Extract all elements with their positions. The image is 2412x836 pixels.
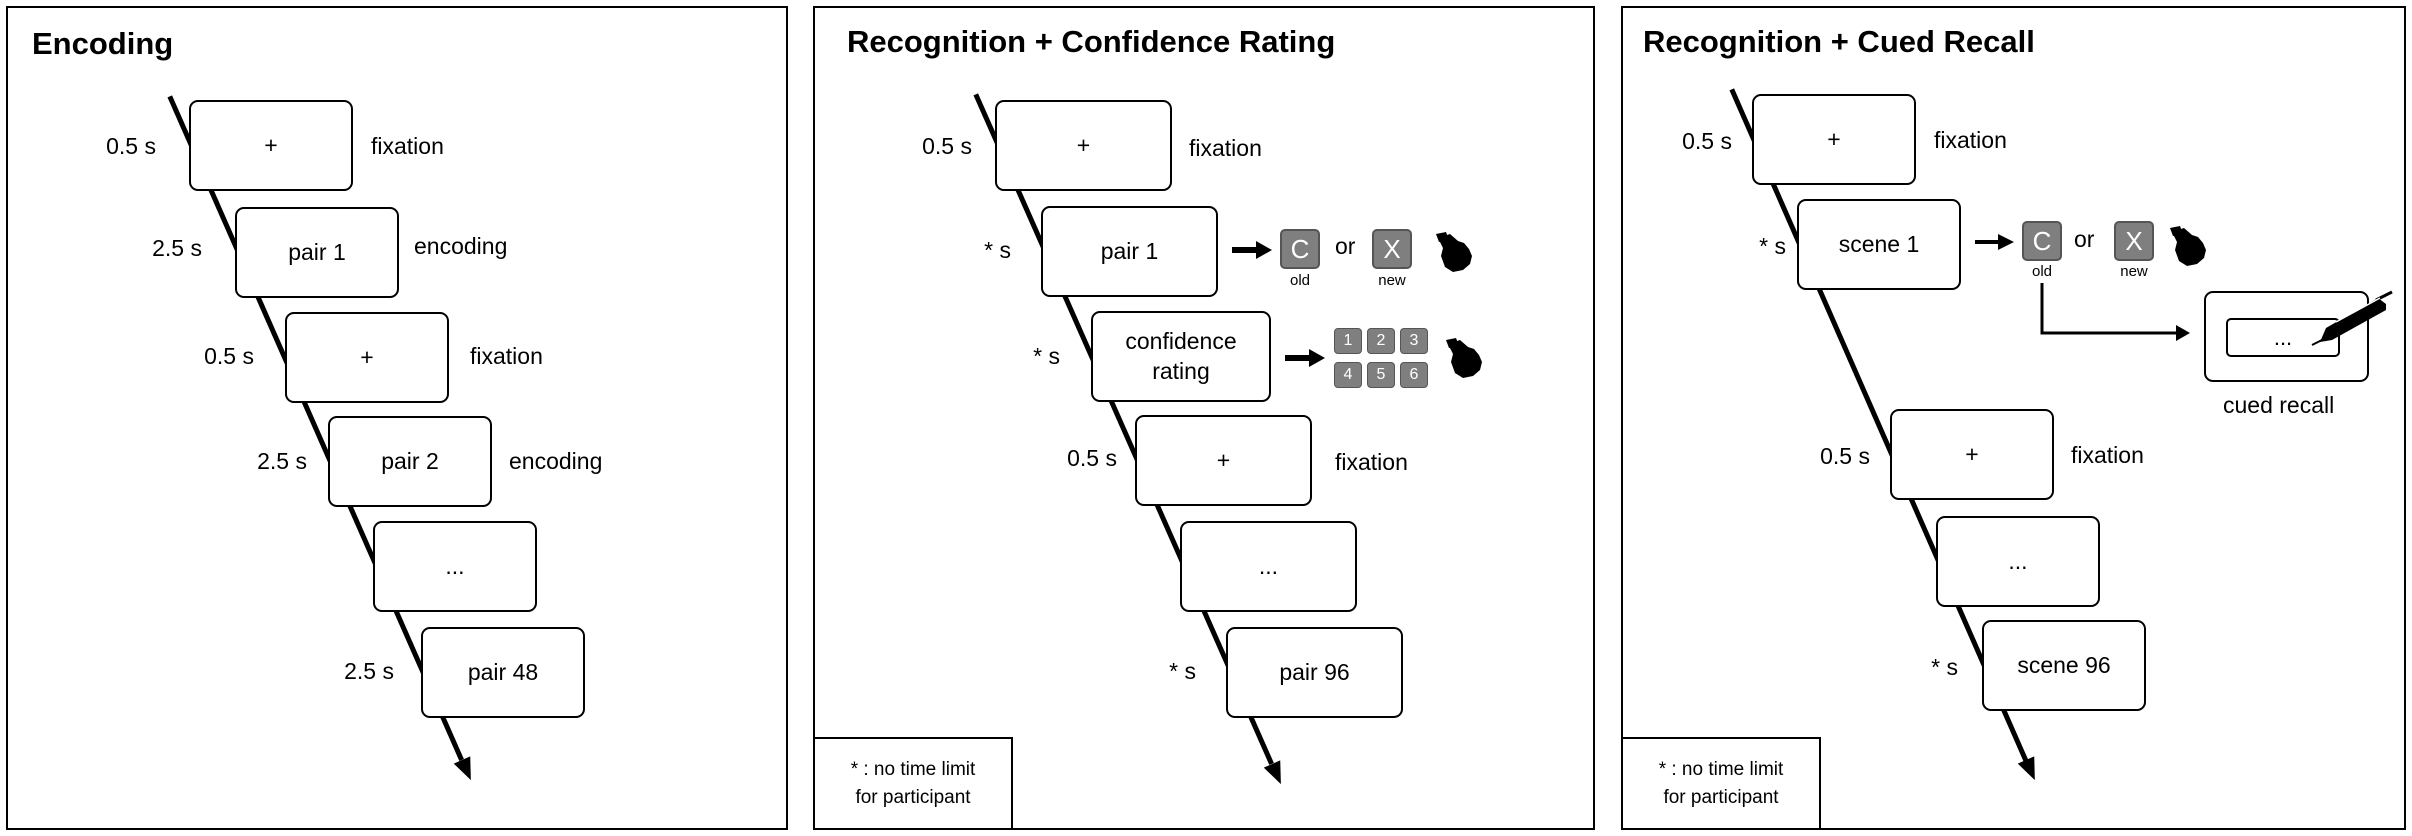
trial-label: fixation xyxy=(1335,449,1408,475)
recognition-recall-title: Recognition + Cued Recall xyxy=(1643,24,2035,59)
confidence-rating-screen: confidence rating xyxy=(1091,311,1271,402)
rating-key-3: 3 xyxy=(1400,328,1428,354)
stimulus-screen: pair 96 xyxy=(1226,627,1403,718)
key-caption: new xyxy=(2120,263,2148,280)
x-key-icon: X xyxy=(1372,229,1412,269)
trial-duration: * s xyxy=(1931,654,1958,680)
stimulus-screen: scene 1 xyxy=(1797,199,1961,290)
rating-key-1: 1 xyxy=(1334,328,1362,354)
trial-duration: 0.5 s xyxy=(1820,443,1870,469)
fixation-screen: + xyxy=(1890,409,2054,500)
trial-label: fixation xyxy=(2071,442,2144,468)
trial-duration: 0.5 s xyxy=(1067,445,1117,471)
trial-label: encoding xyxy=(509,448,603,474)
key-caption: new xyxy=(1378,272,1406,289)
trial-label: fixation xyxy=(1934,127,2007,153)
trial-duration: 0.5 s xyxy=(922,133,972,159)
fixation-screen: + xyxy=(285,312,449,403)
trial-duration: 2.5 s xyxy=(344,658,394,684)
time-limit-note: * : no time limit for participant xyxy=(813,737,1013,830)
c-key-icon: C xyxy=(1280,229,1320,269)
fixation-screen: + xyxy=(995,100,1172,191)
recognition-confidence-title: Recognition + Confidence Rating xyxy=(847,24,1336,59)
trial-label: encoding xyxy=(414,233,508,259)
time-limit-note: * : no time limit for participant xyxy=(1621,737,1821,830)
trial-duration: * s xyxy=(984,237,1011,263)
ellipsis-screen: ... xyxy=(373,521,537,612)
trial-label: fixation xyxy=(470,343,543,369)
key-caption: old xyxy=(2031,263,2053,280)
trial-duration: * s xyxy=(1033,343,1060,369)
key-caption: old xyxy=(1289,272,1311,289)
rating-key-2: 2 xyxy=(1367,328,1395,354)
stimulus-screen: pair 1 xyxy=(235,207,399,298)
trial-duration: 0.5 s xyxy=(204,343,254,369)
trial-duration: 2.5 s xyxy=(257,448,307,474)
trial-duration: 0.5 s xyxy=(1682,128,1732,154)
or-text: or xyxy=(2074,226,2095,252)
stimulus-screen: pair 2 xyxy=(328,416,492,507)
cued-recall-label: cued recall xyxy=(2223,392,2335,418)
rating-key-5: 5 xyxy=(1367,362,1395,388)
trial-duration: * s xyxy=(1169,658,1196,684)
rating-key-4: 4 xyxy=(1334,362,1362,388)
ellipsis-screen: ... xyxy=(1180,521,1357,612)
or-text: or xyxy=(1335,233,1356,259)
ellipsis-screen: ... xyxy=(1936,516,2100,607)
trial-label: fixation xyxy=(371,133,444,159)
fixation-screen: + xyxy=(189,100,353,191)
c-key-icon: C xyxy=(2022,221,2062,261)
trial-duration: 0.5 s xyxy=(106,133,156,159)
fixation-screen: + xyxy=(1752,94,1916,185)
trial-duration: * s xyxy=(1759,233,1786,259)
trial-duration: 2.5 s xyxy=(152,235,202,261)
stimulus-screen: pair 48 xyxy=(421,627,585,718)
fixation-screen: + xyxy=(1135,415,1312,506)
x-key-icon: X xyxy=(2114,221,2154,261)
encoding-title: Encoding xyxy=(32,26,174,61)
trial-label: fixation xyxy=(1189,135,1262,161)
rating-key-6: 6 xyxy=(1400,362,1428,388)
stimulus-screen: scene 96 xyxy=(1982,620,2146,711)
stimulus-screen: pair 1 xyxy=(1041,206,1218,297)
cued-recall-text-field: ... xyxy=(2226,318,2340,357)
